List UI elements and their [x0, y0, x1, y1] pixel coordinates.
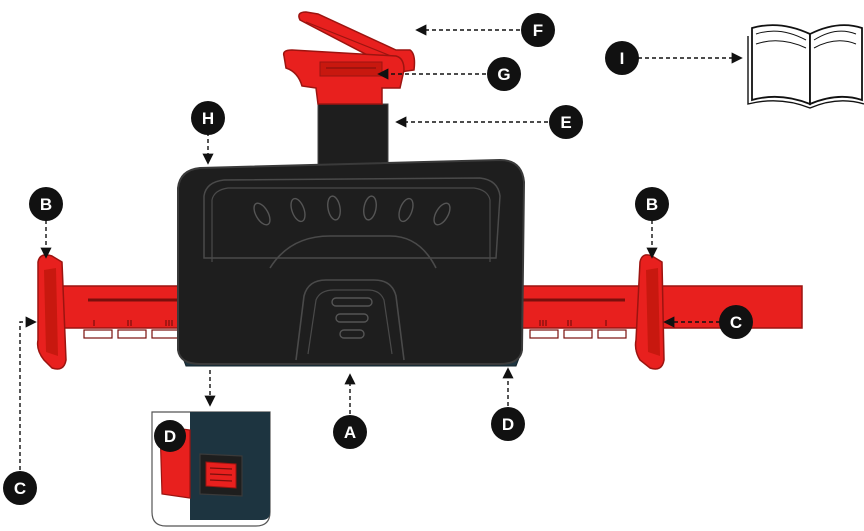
svg-text:F: F: [533, 21, 543, 40]
svg-text:D: D: [164, 427, 176, 446]
svg-text:H: H: [202, 109, 214, 128]
callout-e: E: [549, 105, 583, 139]
callout-b-left: B: [29, 187, 63, 221]
headrest-strap: [317, 103, 389, 171]
callout-d-right: D: [491, 407, 525, 441]
open-book-icon: [747, 24, 864, 109]
callout-g: G: [487, 57, 521, 91]
svg-text:B: B: [40, 195, 52, 214]
svg-text:B: B: [646, 195, 658, 214]
callout-c-left: C: [3, 471, 37, 505]
callout-i: I: [605, 41, 639, 75]
svg-text:G: G: [497, 65, 510, 84]
callout-b-right: B: [635, 187, 669, 221]
top-clip-buckle: [282, 11, 416, 105]
svg-text:D: D: [502, 415, 514, 434]
callout-f: F: [521, 13, 555, 47]
svg-text:C: C: [730, 313, 742, 332]
svg-text:A: A: [344, 423, 356, 442]
left-end-cap: [36, 254, 67, 370]
callout-h: H: [191, 101, 225, 135]
svg-text:I: I: [620, 49, 625, 68]
leader-lines: [19, 24, 743, 470]
callout-c-right: C: [719, 305, 753, 339]
right-end-cap: [634, 254, 665, 370]
svg-text:E: E: [560, 113, 571, 132]
callout-a: A: [333, 415, 367, 449]
svg-text:C: C: [14, 479, 26, 498]
headrest-body: [177, 158, 526, 367]
callout-d-inset: D: [154, 420, 186, 452]
